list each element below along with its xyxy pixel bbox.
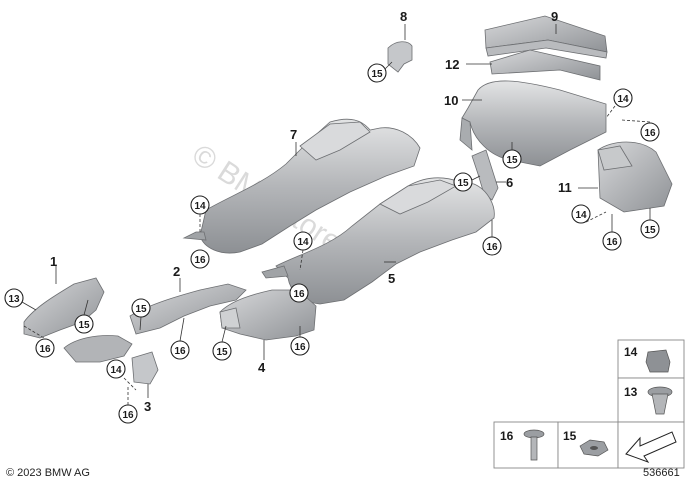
svg-text:13: 13 (624, 385, 638, 399)
heat-shield-part-12 (489, 49, 601, 81)
svg-text:15: 15 (457, 178, 469, 189)
svg-text:16: 16 (500, 429, 514, 443)
circle-15-part8: 15 (367, 63, 387, 83)
circle-15-part11: 15 (640, 219, 660, 239)
svg-text:16: 16 (294, 342, 306, 353)
legend-box-14: 14 (617, 339, 685, 379)
svg-text:16: 16 (39, 344, 51, 355)
callout-11: 11 (558, 180, 572, 195)
callout-4: 4 (258, 360, 266, 375)
svg-text:15: 15 (78, 320, 90, 331)
circle-16-part5: 16 (289, 283, 309, 303)
circle-16-part10: 16 (640, 122, 660, 142)
svg-text:16: 16 (486, 242, 498, 253)
bracket-part-6 (471, 149, 499, 201)
legend-box-arrow (617, 421, 685, 469)
svg-text:16: 16 (194, 255, 206, 266)
circle-16-part2: 16 (170, 340, 190, 360)
callout-1: 1 (50, 254, 57, 269)
callout-5: 5 (388, 271, 395, 286)
callout-10: 10 (444, 93, 458, 108)
svg-text:16: 16 (644, 128, 656, 139)
circle-13-part1: 13 (4, 288, 24, 308)
circle-16-part6: 16 (482, 236, 502, 256)
circle-16-part7: 16 (190, 249, 210, 269)
circle-15-part1: 15 (74, 314, 94, 334)
diagram-id: 536661 (643, 467, 680, 479)
heat-shield-part-4 (219, 289, 317, 341)
heat-shield-part-11 (597, 141, 673, 213)
legend-box-15: 15 (557, 421, 619, 469)
svg-text:15: 15 (644, 225, 656, 236)
bracket-part-3 (131, 351, 159, 385)
circle-16-part11: 16 (602, 231, 622, 251)
direction-arrow-icon (625, 431, 677, 463)
svg-text:13: 13 (8, 294, 20, 305)
circle-14-part10: 14 (613, 88, 633, 108)
callout-3: 3 (144, 399, 151, 414)
callout-8: 8 (400, 9, 407, 24)
heat-shield-part-5 (261, 177, 495, 305)
svg-text:14: 14 (297, 237, 309, 248)
svg-text:14: 14 (617, 94, 629, 105)
svg-text:15: 15 (563, 429, 577, 443)
circle-14-part11: 14 (571, 204, 591, 224)
svg-text:15: 15 (371, 69, 383, 80)
heat-shield-part-7 (182, 118, 421, 254)
clip-nut-icon (645, 349, 671, 373)
callout-12: 12 (445, 57, 459, 72)
bracket-part-8 (387, 41, 413, 73)
legend-box-16: 16 (493, 421, 559, 469)
svg-text:15: 15 (216, 347, 228, 358)
circle-15-part6: 15 (453, 172, 473, 192)
svg-text:14: 14 (194, 201, 206, 212)
heat-shield-part-9 (484, 15, 608, 59)
circle-14-part5: 14 (293, 231, 313, 251)
callout-6: 6 (506, 175, 513, 190)
circle-16-part3: 16 (118, 404, 138, 424)
legend-box-13: 13 (617, 377, 685, 423)
callout-2: 2 (173, 264, 180, 279)
svg-text:14: 14 (110, 365, 122, 376)
svg-text:14: 14 (624, 345, 638, 359)
heat-shield-part-1 (23, 277, 133, 363)
circle-16-part4: 16 (290, 336, 310, 356)
svg-text:15: 15 (135, 304, 147, 315)
svg-text:16: 16 (606, 237, 618, 248)
heat-shield-part-10 (459, 80, 607, 167)
circle-15-part10: 15 (502, 149, 522, 169)
circle-15-part4: 15 (212, 341, 232, 361)
svg-text:15: 15 (506, 155, 518, 166)
svg-text:16: 16 (122, 410, 134, 421)
svg-text:16: 16 (293, 289, 305, 300)
circle-15-part2: 15 (131, 298, 151, 318)
circle-14-part7: 14 (190, 195, 210, 215)
circle-14-part3: 14 (106, 359, 126, 379)
callout-9: 9 (551, 9, 558, 24)
circle-16-part1: 16 (35, 338, 55, 358)
svg-text:16: 16 (174, 346, 186, 357)
callout-7: 7 (290, 127, 297, 142)
svg-text:14: 14 (575, 210, 587, 221)
copyright-text: © 2023 BMW AG (6, 467, 90, 479)
